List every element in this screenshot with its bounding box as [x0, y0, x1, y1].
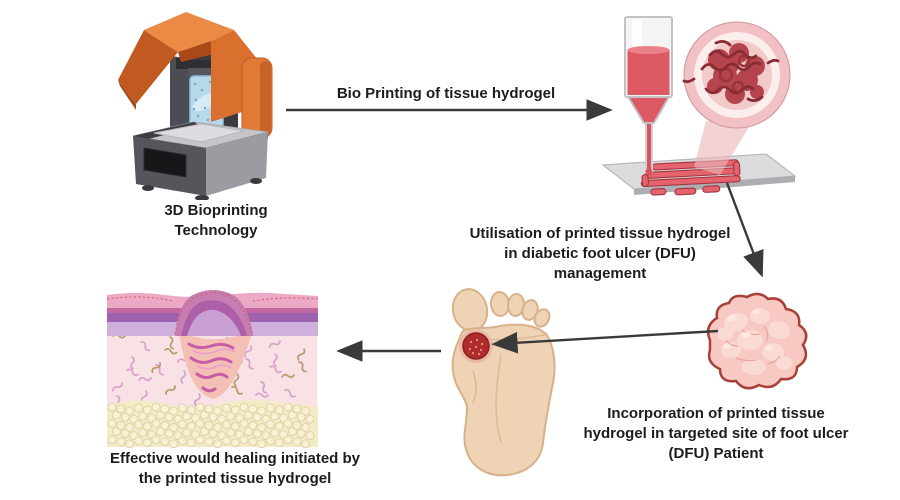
fibre-strands: [682, 40, 780, 102]
magnifier-beam: [694, 121, 750, 175]
wound-fibres-light: [192, 348, 236, 370]
cell-rings: [718, 54, 751, 94]
hydrogel-graft-illustration: [706, 292, 808, 390]
foot-sole-ulcer-illustration: [451, 288, 556, 477]
printer-label: 3D Bioprinting Technology: [164, 202, 268, 239]
printer-pillar: [241, 57, 273, 139]
utilisation-label: Utilisation of printed tissue hydrogel i…: [469, 225, 731, 282]
tissue-cells-magnifier-illustration: [682, 21, 791, 129]
graft-highlights: [723, 309, 773, 351]
fat-cells: [107, 402, 315, 448]
graft-lobes: [717, 308, 792, 375]
3d-bioprinter-illustration: [118, 12, 273, 200]
incorporation-label: Incorporation of printed tissue hydrogel…: [583, 405, 849, 462]
skin-cross-section-illustration: [106, 290, 319, 448]
bioprint-arrow-label: Bio Printing of tissue hydrogel: [336, 85, 556, 102]
bioink-syringe: [624, 16, 673, 176]
arrow-platform-to-graft: [725, 182, 764, 278]
healing-label: Effective would healing initiated by the…: [109, 450, 361, 487]
bioprinting-nozzle-illustration: [601, 16, 797, 196]
ulcer-texture-dots: [468, 338, 484, 356]
wound-region: [179, 330, 253, 399]
epidermis-layers: [106, 290, 319, 336]
graft-creases: [725, 325, 781, 365]
arrow-graft-to-foot: [491, 329, 719, 354]
foot-toes: [451, 288, 551, 332]
wound-fibres: [187, 342, 235, 393]
foot-ulcer: [459, 329, 493, 363]
epidermis-dotted-line: [106, 292, 319, 335]
printer-base: [132, 121, 269, 200]
